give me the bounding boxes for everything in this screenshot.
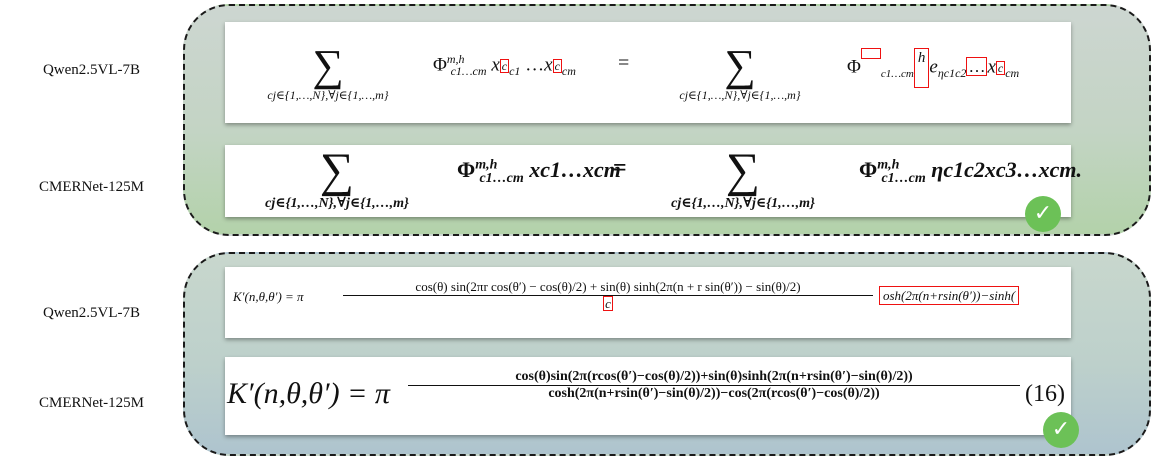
highlight-box: c xyxy=(552,59,562,74)
highlight-box: c xyxy=(499,59,510,74)
fraction-numerator: cos(θ) sin(2πr cos(θ′) − cos(θ)/2) + sin… xyxy=(415,279,801,294)
fraction-numerator: cos(θ)sin(2π(rcos(θ′)−cos(θ)/2))+sin(θ)s… xyxy=(515,369,913,384)
sum-symbol: ∑ xyxy=(319,144,355,197)
sum-symbol: ∑ xyxy=(724,41,756,90)
qwen2-fraction: cos(θ) sin(2πr cos(θ′) − cos(θ)/2) + sin… xyxy=(343,279,873,312)
sum-block-lhs: ∑ cj∈{1,…,N},∀j∈{1,…,m} xyxy=(228,44,428,103)
cmer2-fraction: cos(θ)sin(2π(rcos(θ′)−cos(θ)/2))+sin(θ)s… xyxy=(408,369,1020,402)
check-circle-icon: ✓ xyxy=(1043,412,1079,448)
highlight-box: c xyxy=(603,296,613,311)
fraction-denominator: cosh(2π(n+rsin(θ′)−sin(θ)/2))−cos(2π(rco… xyxy=(408,385,1020,402)
sum-block-rhs: ∑ cj∈{1,…,N},∀j∈{1,…,m} xyxy=(640,44,840,103)
model-label-qwen-1: Qwen2.5VL-7B xyxy=(42,62,141,78)
equals-sign: = xyxy=(618,52,630,74)
formula-panel-cmernet-1: ∑ cj∈{1,…,N},∀j∈{1,…,m} Φm,hc1…cm xc1…xc… xyxy=(225,145,1082,217)
model-label-cmernet-2: CMERNet-125M xyxy=(39,395,144,411)
sum-symbol: ∑ xyxy=(725,144,761,197)
cmer1-rhs-terms: Φm,hc1…cm ηc1c2xc3…xcm. xyxy=(859,157,1083,187)
sum-block-rhs: ∑ cj∈{1,…,N},∀j∈{1,…,m} xyxy=(633,147,853,212)
highlight-box xyxy=(860,48,881,59)
sum-subscript: cj∈{1,…,N},∀j∈{1,…,m} xyxy=(267,88,389,102)
highlight-box: h xyxy=(913,48,930,88)
equals-sign: = xyxy=(613,155,627,181)
sum-subscript: cj∈{1,…,N},∀j∈{1,…,m} xyxy=(671,196,815,211)
sum-block-lhs: ∑ cj∈{1,…,N},∀j∈{1,…,m} xyxy=(227,147,447,212)
formula-panel-cmernet-2: K′(n,θ,θ′) = π cos(θ)sin(2π(rcos(θ′)−cos… xyxy=(225,357,1071,435)
sum-subscript: cj∈{1,…,N},∀j∈{1,…,m} xyxy=(679,88,801,102)
formula-panel-qwen-2: K′(n,θ,θ′) = π cos(θ) sin(2πr cos(θ′) − … xyxy=(225,267,1071,338)
model-label-cmernet-1: CMERNet-125M xyxy=(39,179,144,195)
equation-number: (16) xyxy=(1025,381,1065,407)
cmer1-lhs-terms: Φm,hc1…cm xc1…xcm xyxy=(457,157,621,187)
sum-symbol: ∑ xyxy=(312,41,344,90)
check-circle-icon: ✓ xyxy=(1025,196,1061,232)
qwen2-lhs: K′(n,θ,θ′) = π xyxy=(233,289,304,304)
highlight-box: osh(2π(n+rsin(θ′))−sinh( xyxy=(879,286,1020,305)
highlight-box: … xyxy=(966,57,988,77)
qwen2-tail: osh(2π(n+rsin(θ′))−sinh( xyxy=(879,286,1020,305)
cmer2-lhs: K′(n,θ,θ′) = π xyxy=(227,377,390,410)
highlight-box: c xyxy=(995,61,1006,76)
model-label-qwen-2: Qwen2.5VL-7B xyxy=(42,305,141,321)
sum-subscript: cj∈{1,…,N},∀j∈{1,…,m} xyxy=(265,196,409,211)
